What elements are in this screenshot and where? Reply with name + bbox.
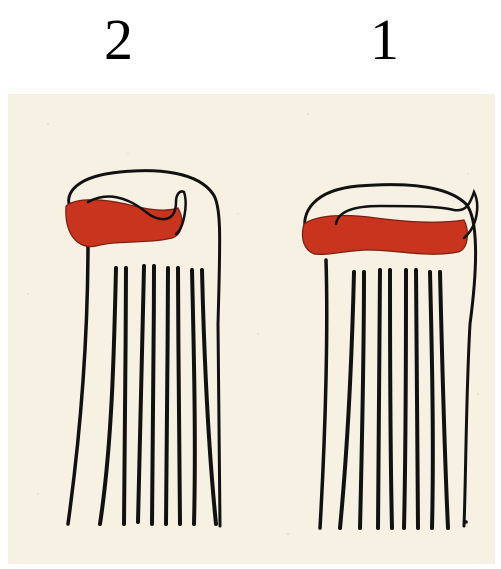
figure-2-red-band (66, 200, 182, 247)
illustration-svg (8, 94, 495, 564)
figure-1 (302, 185, 477, 528)
figure-1-strokes (340, 270, 448, 528)
figure-2 (66, 171, 220, 526)
figure-1-red-band (302, 216, 467, 255)
figure-label-2: 2 (104, 8, 133, 72)
figure-2-left-edge (68, 242, 88, 524)
figure-1-left-edge (320, 260, 327, 528)
figure-1-dot (464, 520, 468, 524)
figure-label-1: 1 (370, 8, 399, 72)
figure-2-strokes (100, 266, 216, 524)
illustration-panel (8, 94, 495, 564)
